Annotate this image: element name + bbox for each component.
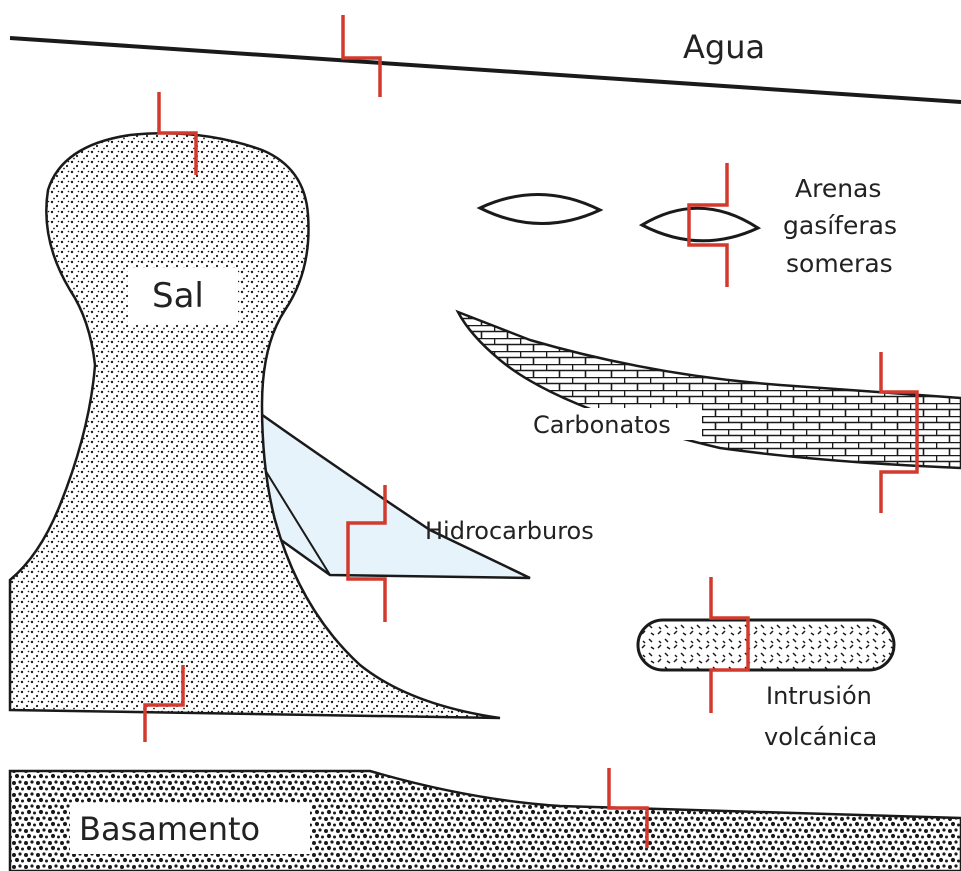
- carbonate-layer: [458, 312, 961, 468]
- gas-sands-label-line2: gasíferas: [783, 211, 897, 240]
- gas-sand-lens-2: [642, 208, 758, 241]
- gas-sands-label-line1: Arenas: [795, 174, 881, 203]
- polarity-marker-seafloor: [343, 15, 380, 97]
- volcanic-intrusion-label-line1: Intrusión: [766, 682, 872, 710]
- hydrocarbons-label: Hidrocarburos: [425, 517, 594, 545]
- gas-sands-label-line3: someras: [786, 249, 893, 278]
- gas-sand-lens-1: [480, 194, 600, 223]
- water-label: Agua: [683, 28, 765, 66]
- carbonates-label: Carbonatos: [533, 411, 671, 439]
- volcanic-intrusion: [638, 620, 894, 670]
- hydrocarbon-wedge: [258, 412, 530, 578]
- basement-label: Basamento: [79, 810, 260, 848]
- volcanic-intrusion-label-line2: volcánica: [764, 723, 877, 751]
- salt-diapir: [10, 133, 500, 718]
- seafloor-line: [10, 38, 961, 102]
- salt-label: Sal: [152, 276, 204, 316]
